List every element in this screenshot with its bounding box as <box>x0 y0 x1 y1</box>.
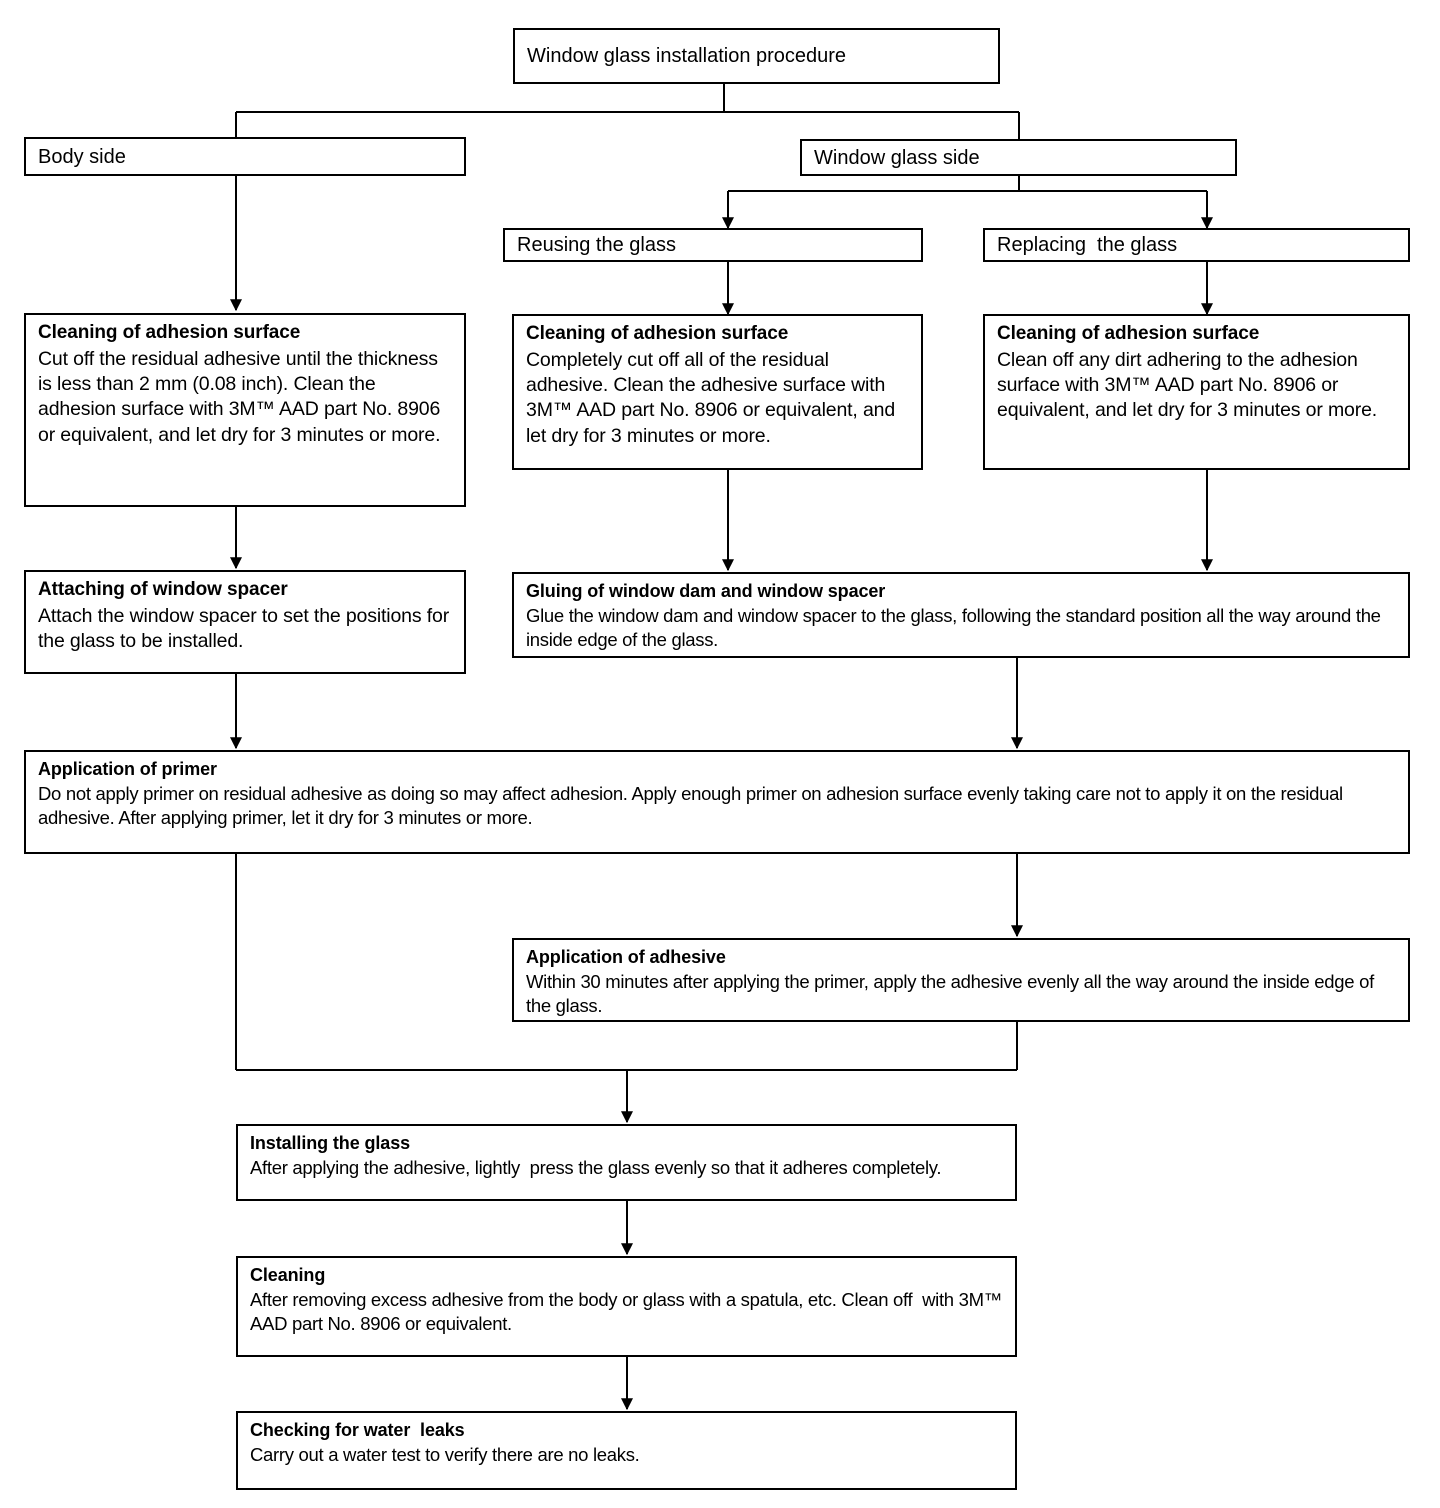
node-cleaning-adhesion-surface-replace[interactable]: Cleaning of adhesion surface Clean off a… <box>983 314 1410 470</box>
node-application-of-primer[interactable]: Application of primer Do not apply prime… <box>24 750 1410 854</box>
node-body-side-label: Body side <box>38 145 126 168</box>
node-gluing-text: Glue the window dam and window spacer to… <box>526 605 1386 651</box>
node-cleaning-replace-title: Cleaning of adhesion surface <box>997 323 1260 344</box>
node-water-leaks-text: Carry out a water test to verify there a… <box>250 1444 640 1466</box>
node-cleaning-body-title: Cleaning of adhesion surface <box>38 322 301 343</box>
node-cleaning-body-text: Cut off the residual adhesive until the … <box>38 347 446 446</box>
node-installing-text: After applying the adhesive, lightly pre… <box>250 1157 942 1179</box>
node-water-leaks-title: Checking for water leaks <box>250 1420 465 1440</box>
node-attaching-spacer-text: Attach the window spacer to set the posi… <box>38 604 455 653</box>
node-gluing-window-dam-spacer[interactable]: Gluing of window dam and window spacer G… <box>512 572 1410 658</box>
node-cleaning-adhesion-surface-body[interactable]: Cleaning of adhesion surface Cut off the… <box>24 313 466 507</box>
node-primer-title: Application of primer <box>38 759 217 779</box>
node-replacing-the-glass-label: Replacing the glass <box>997 234 1178 256</box>
node-adhesive-text: Within 30 minutes after applying the pri… <box>526 971 1379 1017</box>
node-attaching-window-spacer[interactable]: Attaching of window spacer Attach the wi… <box>24 570 466 674</box>
node-primer-text: Do not apply primer on residual adhesive… <box>38 783 1348 829</box>
node-cleaning-reuse-title: Cleaning of adhesion surface <box>526 323 789 344</box>
node-installing-title: Installing the glass <box>250 1133 411 1153</box>
node-gluing-title: Gluing of window dam and window spacer <box>526 581 886 601</box>
node-application-of-adhesive[interactable]: Application of adhesive Within 30 minute… <box>512 938 1410 1022</box>
node-reusing-the-glass-label: Reusing the glass <box>517 234 676 256</box>
node-adhesive-title: Application of adhesive <box>526 947 726 967</box>
node-body-side[interactable]: Body side <box>24 137 466 176</box>
node-checking-water-leaks[interactable]: Checking for water leaks Carry out a wat… <box>236 1411 1017 1490</box>
node-reusing-the-glass[interactable]: Reusing the glass <box>503 228 923 262</box>
node-cleaning-adhesion-surface-reuse[interactable]: Cleaning of adhesion surface Completely … <box>512 314 923 470</box>
node-cleaning-text: After removing excess adhesive from the … <box>250 1289 1006 1335</box>
node-root[interactable]: Window glass installation procedure <box>513 28 1000 84</box>
node-window-glass-side[interactable]: Window glass side <box>800 139 1237 176</box>
node-cleaning-title: Cleaning <box>250 1265 326 1285</box>
node-replacing-the-glass[interactable]: Replacing the glass <box>983 228 1410 262</box>
node-root-label: Window glass installation procedure <box>527 45 847 67</box>
node-cleaning[interactable]: Cleaning After removing excess adhesive … <box>236 1256 1017 1357</box>
node-cleaning-reuse-text: Completely cut off all of the residual a… <box>526 348 901 447</box>
node-installing-the-glass[interactable]: Installing the glass After applying the … <box>236 1124 1017 1201</box>
node-attaching-spacer-title: Attaching of window spacer <box>38 579 288 600</box>
node-window-glass-side-label: Window glass side <box>814 146 980 169</box>
node-cleaning-replace-text: Clean off any dirt adhering to the adhes… <box>997 348 1378 422</box>
